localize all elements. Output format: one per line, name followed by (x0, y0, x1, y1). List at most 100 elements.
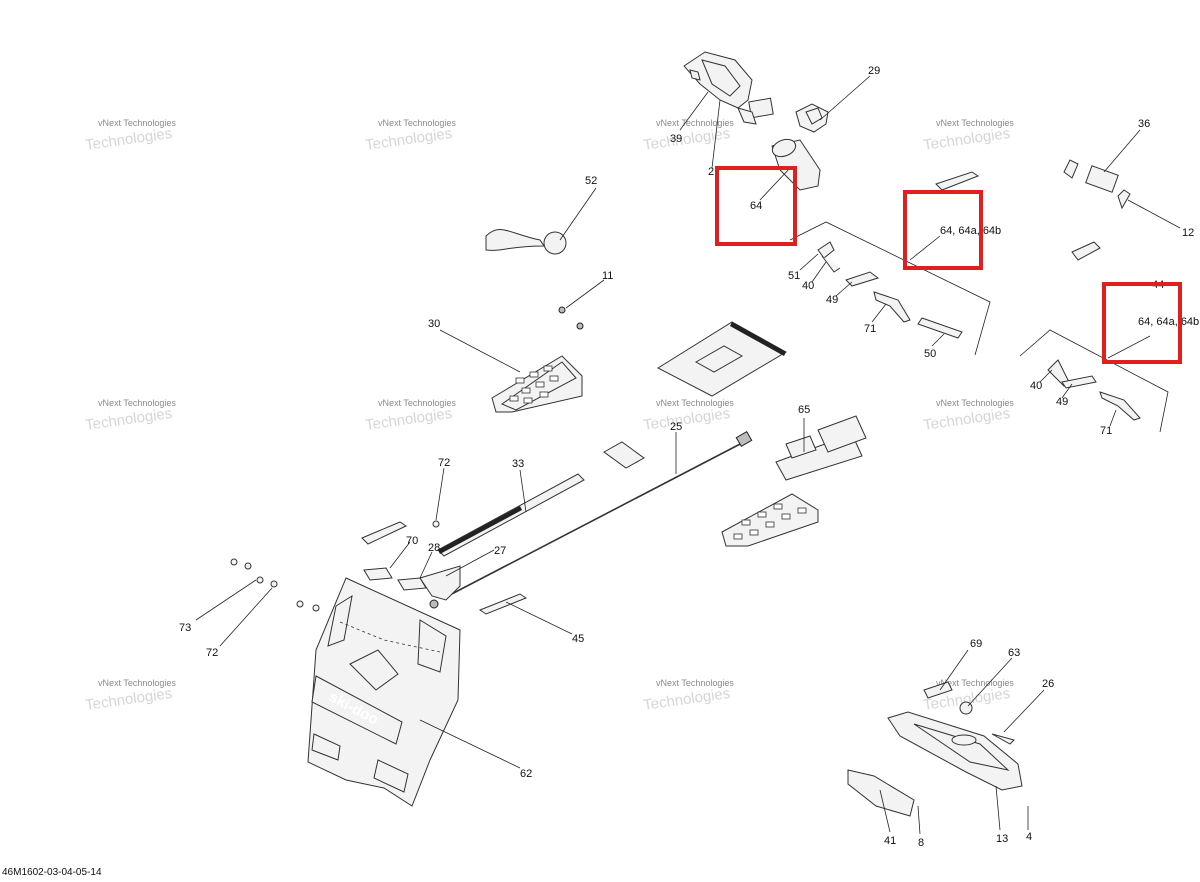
pad-part (363, 567, 393, 581)
watermark-line2: Technologies (364, 405, 453, 434)
watermark-line2: Technologies (364, 125, 453, 154)
diagram-reference-code: 46M1602-03-04-05-14 (2, 867, 102, 878)
watermark-line1: vNext Technologies (656, 398, 734, 408)
callout-8: 8 (918, 837, 924, 849)
snowflap-part: ski-doo (307, 577, 461, 807)
highlight-boxes (715, 166, 1182, 364)
watermark-line1: vNext Technologies (936, 678, 1014, 688)
callout-33: 33 (512, 458, 524, 470)
label-set-part (775, 415, 867, 481)
callout-25: 25 (670, 421, 682, 433)
pad-part (397, 577, 427, 591)
callout-26: 26 (1042, 678, 1054, 690)
watermark-line1: vNext Technologies (98, 678, 176, 688)
watermark: vNext Technologies Technologies (84, 118, 176, 154)
pad-part (603, 441, 645, 469)
taillight-housing-part (887, 681, 1023, 791)
hardware-group-middle (817, 241, 963, 339)
watermark-line1: vNext Technologies (656, 118, 734, 128)
watermark-line2: Technologies (922, 405, 1011, 434)
watermark-line1: vNext Technologies (378, 398, 456, 408)
callout-40-second: 40 (1030, 380, 1042, 392)
callout-71-second: 71 (1100, 425, 1112, 437)
footrest-part (721, 493, 819, 547)
callout-72-first: 72 (438, 457, 450, 469)
watermark-line2: Technologies (642, 405, 731, 434)
callout-65: 65 (798, 404, 810, 416)
callout-13: 13 (996, 833, 1008, 845)
screw-part (558, 306, 566, 314)
cable-part (443, 430, 753, 599)
decal-part (1071, 241, 1101, 261)
grip-part (771, 138, 821, 191)
clip-part (1063, 159, 1131, 210)
callout-64: 64 (750, 200, 762, 212)
watermark-grid: vNext Technologies Technologies vNext Te… (84, 118, 1014, 714)
callout-30: 30 (428, 318, 440, 330)
callout-64-64a-64b-second: 64, 64a, 64b (1138, 316, 1199, 328)
watermark-line2: Technologies (84, 405, 173, 434)
callout-40-first: 40 (802, 280, 814, 292)
watermark-line1: vNext Technologies (936, 398, 1014, 408)
watermark: vNext Technologies Technologies (364, 118, 456, 154)
mirror-part (485, 228, 567, 255)
bracket-part (419, 565, 461, 609)
callout-52: 52 (585, 175, 597, 187)
watermark: vNext Technologies Technologies (84, 398, 176, 434)
highlight-box-64 (715, 166, 797, 246)
callout-39: 39 (670, 133, 682, 145)
watermark-line2: Technologies (84, 685, 173, 714)
watermark-line1: vNext Technologies (378, 118, 456, 128)
callout-2: 2 (708, 166, 714, 178)
callout-63: 63 (1008, 647, 1020, 659)
footrest-part (491, 355, 583, 413)
bracket-part (795, 103, 829, 133)
decal-part (478, 593, 528, 615)
highlight-box-64-64a-64b-first (903, 190, 983, 270)
callout-4: 4 (1026, 831, 1032, 843)
group-outline-middle (789, 221, 991, 356)
watermark-line1: vNext Technologies (656, 678, 734, 688)
screw-group (230, 558, 320, 612)
decal-part (361, 521, 408, 545)
hardware-group-right (1047, 359, 1141, 421)
highlight-box-64-64a-64b-second (1102, 282, 1182, 364)
callout-49-first: 49 (826, 294, 838, 306)
callout-36: 36 (1138, 118, 1150, 130)
watermark-line2: Technologies (642, 685, 731, 714)
rail-part (437, 473, 585, 557)
manual-part (656, 321, 788, 397)
callout-64-64a-64b-first: 64, 64a, 64b (940, 225, 1001, 237)
watermark-line1: vNext Technologies (98, 398, 176, 408)
watermark: vNext Technologies Technologies (84, 678, 176, 714)
screw-part (576, 322, 584, 330)
callout-62: 62 (520, 768, 532, 780)
callout-29: 29 (868, 65, 880, 77)
watermark: vNext Technologies Technologies (642, 678, 734, 714)
decal-part (935, 171, 980, 191)
callout-49-second: 49 (1056, 396, 1068, 408)
callout-70: 70 (406, 535, 418, 547)
callout-51: 51 (788, 270, 800, 282)
washer-part (432, 520, 440, 528)
watermark: vNext Technologies Technologies (922, 398, 1014, 434)
callout-50: 50 (924, 348, 936, 360)
callout-28: 28 (428, 542, 440, 554)
callout-72-second: 72 (206, 647, 218, 659)
callout-71-first: 71 (864, 323, 876, 335)
callout-73: 73 (179, 622, 191, 634)
callout-45: 45 (572, 633, 584, 645)
callout-11: 11 (602, 270, 613, 282)
watermark: vNext Technologies Technologies (922, 118, 1014, 154)
callout-69: 69 (970, 638, 982, 650)
watermark-line2: Technologies (84, 125, 173, 154)
leader-lines (195, 75, 1181, 835)
callout-41: 41 (884, 835, 896, 847)
watermark-line1: vNext Technologies (936, 118, 1014, 128)
watermark: vNext Technologies Technologies (364, 398, 456, 434)
watermark-line2: Technologies (642, 125, 731, 154)
watermark: vNext Technologies Technologies (642, 398, 734, 434)
watermark-line2: Technologies (922, 125, 1011, 154)
watermark-line1: vNext Technologies (98, 118, 176, 128)
